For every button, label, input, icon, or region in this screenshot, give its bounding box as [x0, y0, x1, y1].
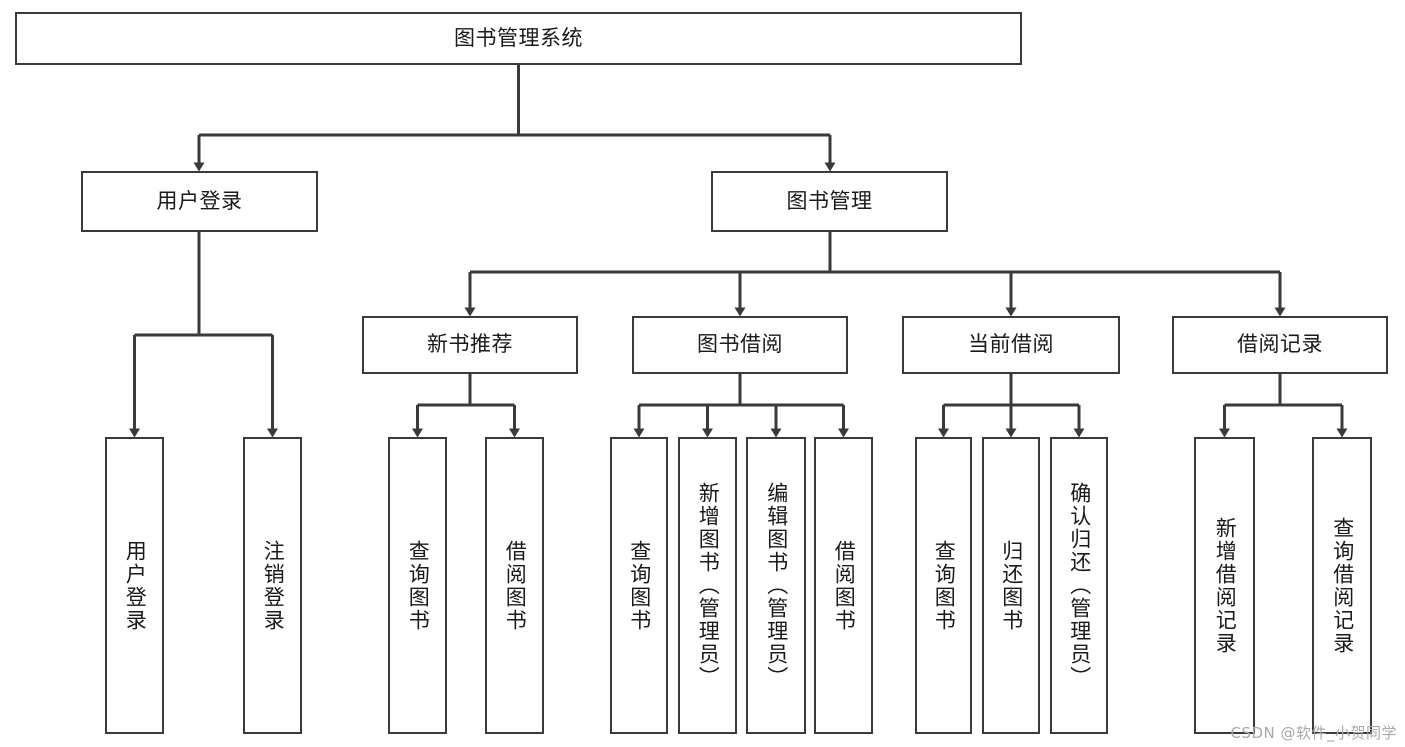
node-label: 用户登录 [123, 539, 148, 632]
node-label: 查询图书 [627, 539, 652, 632]
node-leaf-borrow-book-1[interactable]: 借阅图书 [485, 437, 544, 734]
node-label: 查询借阅记录 [1330, 516, 1355, 655]
node-label: 新书推荐 [427, 332, 513, 357]
node-label: 用户登录 [156, 188, 243, 213]
node-user-login[interactable]: 用户登录 [81, 171, 318, 232]
node-book-management[interactable]: 图书管理 [711, 171, 948, 232]
node-label: 图书借阅 [697, 332, 783, 357]
node-root-system[interactable]: 图书管理系统 [15, 12, 1022, 65]
node-label: 查询图书 [932, 539, 957, 632]
node-label: 新增借阅记录 [1213, 516, 1238, 655]
node-borrow-record[interactable]: 借阅记录 [1172, 316, 1388, 374]
node-leaf-logout[interactable]: 注销登录 [243, 437, 302, 734]
node-label: 图书管理系统 [454, 25, 583, 50]
node-label: 注销登录 [261, 539, 286, 632]
node-current-borrow[interactable]: 当前借阅 [902, 316, 1120, 374]
node-label: 编辑图书（管理员） [764, 482, 789, 689]
node-label: 归还图书 [999, 539, 1024, 632]
node-label: 图书管理 [786, 188, 873, 213]
node-label: 借阅图书 [832, 539, 857, 632]
node-leaf-borrow-book-2[interactable]: 借阅图书 [814, 437, 873, 734]
node-leaf-add-borrow-record[interactable]: 新增借阅记录 [1194, 437, 1255, 734]
node-leaf-return-book[interactable]: 归还图书 [982, 437, 1040, 734]
csdn-watermark: CSDN @软件_小贺同学 [1230, 724, 1397, 742]
node-label: 新增图书（管理员） [696, 482, 721, 689]
node-label: 借阅图书 [503, 539, 528, 632]
node-label: 借阅记录 [1237, 332, 1323, 357]
node-label: 确认归还（管理员） [1067, 482, 1092, 689]
node-label: 当前借阅 [968, 332, 1054, 357]
node-leaf-query-book-2[interactable]: 查询图书 [610, 437, 668, 734]
node-leaf-query-borrow-record[interactable]: 查询借阅记录 [1312, 437, 1372, 734]
node-leaf-query-book-1[interactable]: 查询图书 [388, 437, 447, 734]
node-leaf-add-book-admin[interactable]: 新增图书（管理员） [678, 437, 737, 734]
node-label: 查询图书 [406, 539, 431, 632]
node-leaf-user-login[interactable]: 用户登录 [105, 437, 164, 734]
node-leaf-query-book-3[interactable]: 查询图书 [915, 437, 972, 734]
node-book-borrow[interactable]: 图书借阅 [632, 316, 848, 374]
node-leaf-edit-book-admin[interactable]: 编辑图书（管理员） [746, 437, 806, 734]
node-leaf-confirm-return-admin[interactable]: 确认归还（管理员） [1050, 437, 1108, 734]
node-new-book-recommend[interactable]: 新书推荐 [362, 316, 578, 374]
